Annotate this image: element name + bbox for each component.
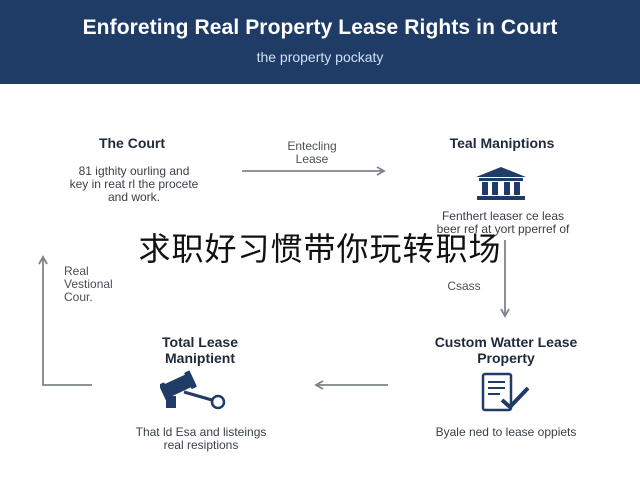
left-label-line3: Cour. <box>64 290 93 304</box>
page-title: Enforeting Real Property Lease Rights in… <box>82 16 558 39</box>
node-total-title-line2: Maniptient <box>165 350 235 366</box>
right-arrow-label: Csass <box>447 279 481 293</box>
left-label-line1: Real <box>64 264 89 278</box>
node-court-title: The Court <box>98 135 166 151</box>
top-arrow-label-line1: Entecling <box>287 139 337 153</box>
left-label-line2: Vestional <box>64 277 113 291</box>
node-custom-line1: Byale ned to lease oppiets <box>435 425 577 439</box>
node-total-line1: That ld Esa and listeings <box>135 425 267 439</box>
node-total-line2: real resiptions <box>163 438 239 452</box>
node-custom-title-line1: Custom Watter Lease <box>434 334 578 350</box>
node-court-line1: 81 igthity ourling and <box>78 164 190 178</box>
node-total-title-line1: Total Lease <box>162 334 238 350</box>
node-court-line3: and work. <box>107 190 161 204</box>
page-subtitle: the property pockaty <box>256 49 384 65</box>
top-arrow-label-line2: Lease <box>295 152 329 166</box>
node-manip-line1: Fenthert leaser ce leas <box>441 209 565 223</box>
node-manip-line2: beer ref at yort pperref of <box>436 222 570 236</box>
node-manip-title: Teal Maniptions <box>449 135 555 151</box>
overlay-caption: 求职好习惯带你玩转职场 <box>138 230 502 268</box>
courthouse-icon <box>476 167 526 200</box>
header-banner: Enforeting Real Property Lease Rights in… <box>0 0 640 84</box>
node-custom-title-line2: Property <box>477 350 535 366</box>
gavel-icon <box>160 370 226 410</box>
node-court-line2: key in reat rl the procete <box>69 177 199 191</box>
document-check-icon <box>481 372 530 412</box>
arrow-total-to-court <box>38 255 92 386</box>
